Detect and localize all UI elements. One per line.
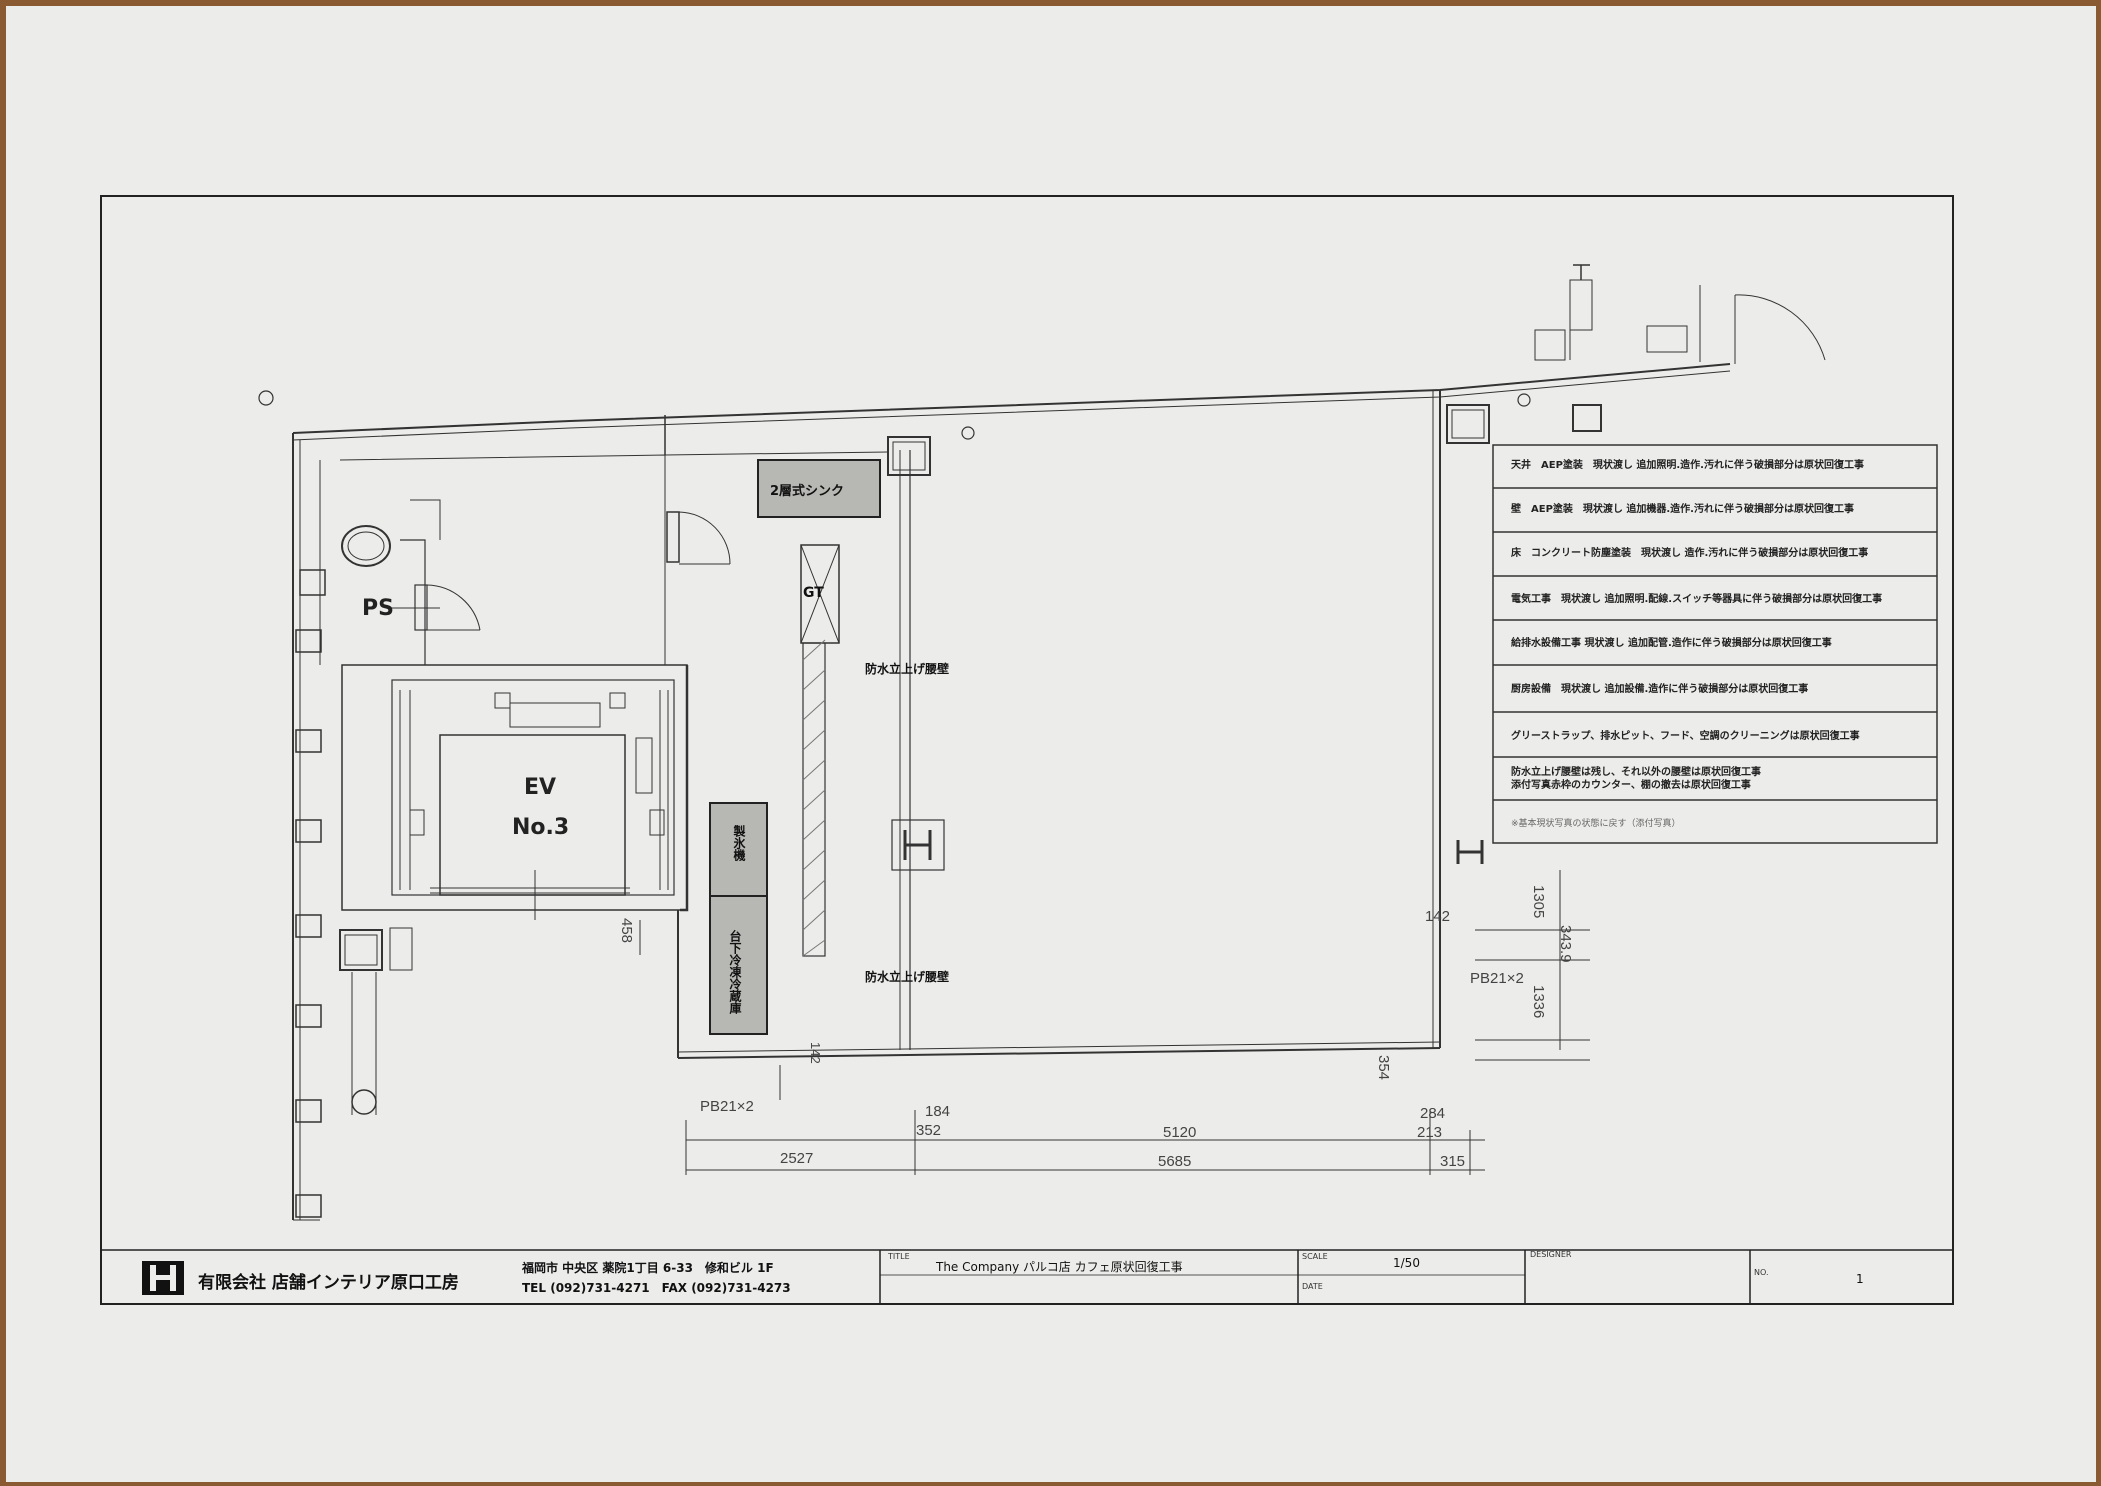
gt-label: GT [803,585,824,601]
dim-pb-left: PB21×2 [700,1098,754,1115]
ice-machine-label: 製氷機 [732,825,746,861]
room-label-ev: EV [524,775,557,800]
note-ceiling: 天井 AEP塗装 現状渡し 追加照明.造作.汚れに伴う破損部分は原状回復工事 [1511,460,1864,471]
no-value: 1 [1856,1272,1864,1286]
dim-2527: 2527 [780,1150,814,1167]
waterproof-wall-note-top: 防水立上げ腰壁 [865,662,950,676]
dim-458: 458 [618,918,635,944]
note-kitchen-equipment: 厨房設備 現状渡し 追加設備.造作に伴う破損部分は原状回復工事 [1511,684,1809,695]
date-label: DATE [1302,1282,1323,1291]
ps-pipe-icon [341,525,391,567]
dim-184: 184 [925,1103,951,1120]
top-boundary-wall [292,363,1731,434]
dim-1305: 1305 [1530,885,1547,919]
dim-142-left: 142 [808,1042,823,1064]
waterproof-wall-note-bottom: 防水立上げ腰壁 [865,970,950,984]
dim-352: 352 [916,1122,942,1139]
drain-channel [802,642,826,957]
room-label-ps: PS [362,596,394,621]
company-name: 有限会社 店舗インテリア原口工房 [198,1273,459,1293]
title-block [100,1249,1954,1305]
company-logo-icon [142,1261,184,1295]
title-value: The Company パルコ店 カフェ原状回復工事 [936,1260,1183,1274]
sink-label: 2層式シンク [770,484,845,499]
fridge-box [709,895,768,1035]
ice-machine-box [709,802,768,897]
dim-315: 315 [1440,1153,1466,1170]
note-plumbing: 給排水設備工事 現状渡し 追加配管.造作に伴う破損部分は原状回復工事 [1511,638,1832,649]
scale-value: 1/50 [1393,1256,1420,1270]
dim-5685: 5685 [1158,1153,1192,1170]
scale-label: SCALE [1302,1252,1328,1261]
dim-142-right: 142 [1425,908,1451,925]
door-swing-icon [1734,294,1826,361]
sink-box [757,459,881,518]
dim-5120: 5120 [1163,1124,1197,1141]
designer-label: DESIGNER [1530,1250,1572,1259]
note-grease-trap: グリーストラップ、排水ピット、フード、空調のクリーニングは原状回復工事 [1511,731,1860,742]
dim-pb-right: PB21×2 [1470,970,1524,987]
company-phone: TEL (092)731-4271 FAX (092)731-4273 [522,1281,791,1295]
dim-284: 284 [1420,1105,1446,1122]
room-label-ev-number: No.3 [512,815,570,840]
notes-footer: ※基本現状写真の状態に戻す（添付写真） [1511,819,1681,829]
dim-354: 354 [1375,1055,1392,1081]
dim-1336: 1336 [1530,985,1547,1019]
note-wall: 壁 AEP塗装 現状渡し 追加機器.造作.汚れに伴う破損部分は原状回復工事 [1511,504,1854,515]
note-floor: 床 コンクリート防塵塗装 現状渡し 造作.汚れに伴う破損部分は原状回復工事 [1511,548,1869,559]
drawing-paper [6,6,2096,1482]
no-label: NO. [1754,1268,1769,1277]
drawing-frame [100,195,1954,1305]
ev-shaft [341,664,688,911]
notes-table [1492,444,1938,844]
note-electrical: 電気工事 現状渡し 追加照明.配線.スイッチ等器具に伴う破損部分は原状回復工事 [1511,594,1883,605]
dim-213: 213 [1417,1124,1443,1141]
note-waterproof-wall: 防水立上げ腰壁は残し、それ以外の腰壁は原状回復工事 添付写真赤枠のカウンター、棚… [1511,767,1761,791]
fridge-label: 台下冷凍冷蔵庫 [728,930,742,1014]
column-box [887,436,931,476]
company-address: 福岡市 中央区 薬院1丁目 6-33 修和ビル 1F [522,1261,774,1275]
title-label: TITLE [888,1252,910,1261]
dim-343-9: 343.9 [1557,925,1574,963]
